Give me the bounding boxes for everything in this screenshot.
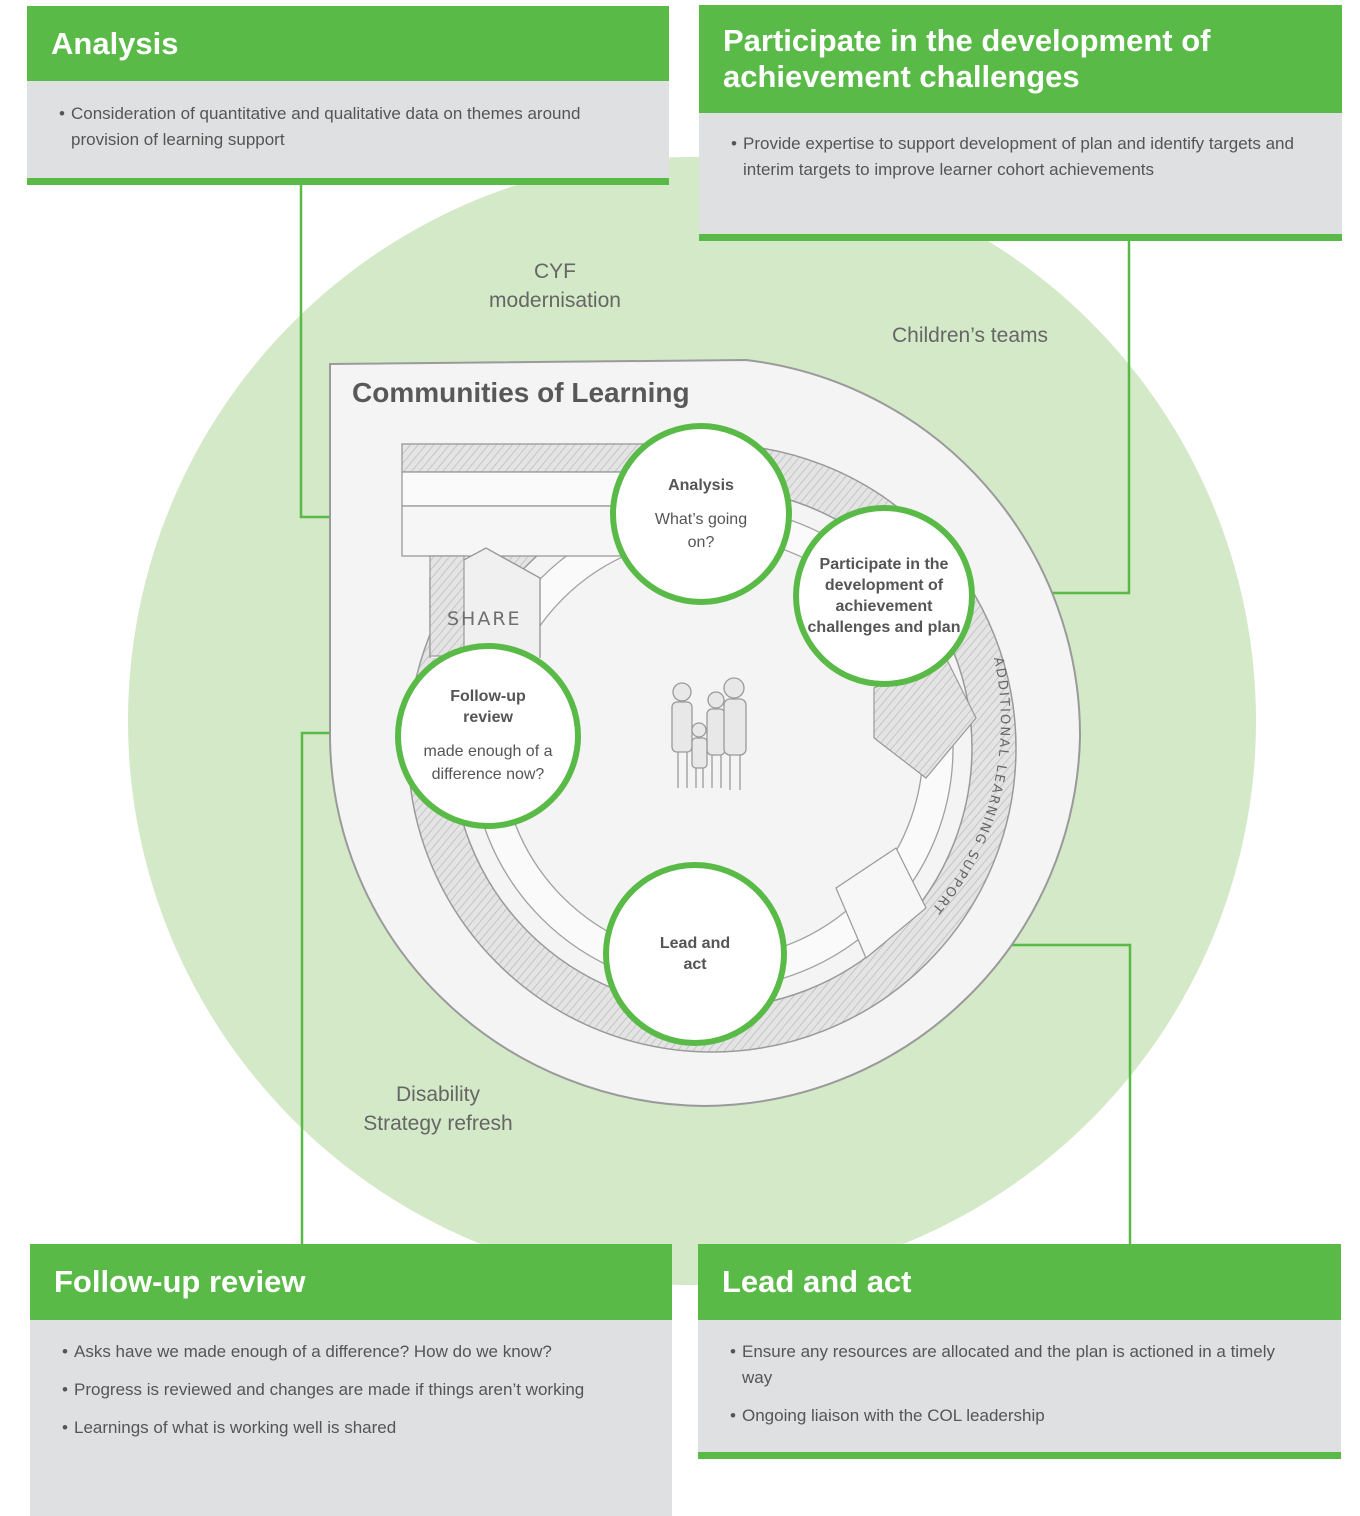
node-lead-title: Lead and act	[659, 935, 731, 973]
node-follow-up-sub: made enough of a difference now?	[423, 743, 553, 783]
panel-analysis: Analysis Consideration of quantitative a…	[27, 6, 669, 185]
panel-follow-up-bullet: Asks have we made enough of a difference…	[62, 1339, 632, 1365]
panel-lead: Lead and act Ensure any resources are al…	[698, 1244, 1341, 1459]
ring-label-disability-strategy: Disability Strategy refresh	[363, 1083, 513, 1135]
panel-analysis-rule	[27, 178, 669, 185]
panel-participate-title: Participate in the development of achiev…	[699, 5, 1342, 113]
panel-follow-up-title: Follow-up review	[30, 1244, 672, 1320]
panel-participate-body: Provide expertise to support development…	[699, 113, 1342, 234]
panel-lead-title: Lead and act	[698, 1244, 1341, 1320]
panel-participate-bullet: Provide expertise to support development…	[731, 131, 1302, 183]
panel-lead-body: Ensure any resources are allocated and t…	[698, 1320, 1341, 1452]
node-lead: Lead and act	[603, 862, 787, 1046]
panel-analysis-body: Consideration of quantitative and qualit…	[27, 81, 669, 178]
panel-follow-up-body: Asks have we made enough of a difference…	[30, 1320, 672, 1516]
ring-label-childrens-teams: Children’s teams	[891, 324, 1048, 347]
panel-lead-bullet: Ongoing liaison with the COL leadership	[730, 1403, 1301, 1429]
node-follow-up: Follow-up review made enough of a differ…	[395, 643, 581, 829]
panel-lead-bullet: Ensure any resources are allocated and t…	[730, 1339, 1301, 1391]
node-participate: Participate in the development of achiev…	[793, 505, 975, 687]
panel-participate-rule	[699, 234, 1342, 241]
panel-lead-rule	[698, 1452, 1341, 1459]
share-label: SHARE	[447, 608, 522, 630]
panel-participate: Participate in the development of achiev…	[699, 5, 1342, 241]
node-analysis: Analysis What’s going on?	[610, 423, 792, 605]
node-follow-up-title: Follow-up review	[450, 688, 526, 726]
node-analysis-title: Analysis	[668, 476, 734, 494]
panel-follow-up-bullet: Progress is reviewed and changes are mad…	[62, 1377, 632, 1403]
node-analysis-sub: What’s going on?	[654, 510, 748, 551]
diagram-title: Communities of Learning	[352, 377, 690, 408]
panel-analysis-title: Analysis	[27, 6, 669, 81]
ring-label-cyf: CYF modernisation	[489, 260, 621, 312]
node-participate-title: Participate in the development of achiev…	[807, 556, 961, 636]
panel-follow-up: Follow-up review Asks have we made enoug…	[30, 1244, 672, 1516]
panel-follow-up-bullet: Learnings of what is working well is sha…	[62, 1415, 632, 1441]
panel-analysis-bullet: Consideration of quantitative and qualit…	[59, 101, 629, 153]
